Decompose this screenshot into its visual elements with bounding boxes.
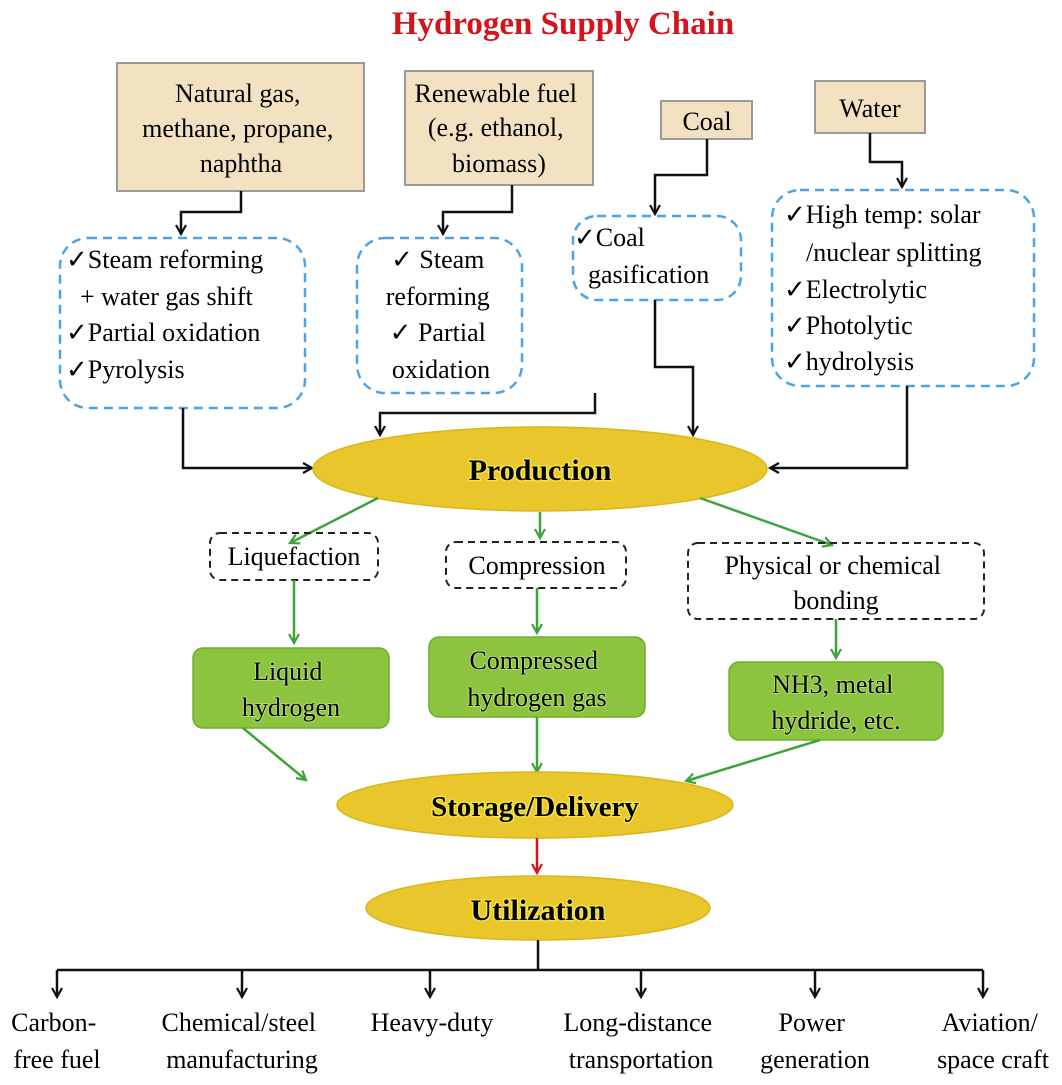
use-heavy-duty: Heavy-duty — [371, 1008, 494, 1037]
stage-production-label: Production — [469, 454, 612, 487]
source-renewable-fuel: Renewable fuel (e.g. ethanol, biomass) — [404, 70, 594, 186]
arrow-production-to-bonding — [699, 496, 832, 545]
source-water-label: Water — [839, 94, 901, 123]
arrow-process3-to-production — [653, 300, 693, 435]
process-water: ✓High temp: solar /nuclear splitting ✓El… — [770, 188, 1036, 388]
arrow-process2-to-production — [380, 393, 597, 435]
process-renewable-fuel-label: ✓ Steam reforming ✓ Partial oxidation — [386, 245, 496, 384]
form-compressed-hydrogen-label: Compressed hydrogen gas — [467, 646, 606, 712]
method-bonding-label: Physical or chemical bonding — [724, 551, 947, 615]
form-nh3-metal-hydride: NH3, metal hydride, etc. — [728, 661, 944, 741]
process-coal: ✓Coal gasification — [571, 214, 743, 302]
arrow-liquid-to-storage — [242, 727, 306, 780]
source-coal: Coal — [660, 100, 753, 140]
stage-production: Production — [312, 426, 768, 512]
method-compression: Compression — [445, 541, 627, 589]
use-carbon-free-fuel: Carbon- free fuel — [11, 1008, 103, 1074]
source-natural-gas: Natural gas, methane, propane, naphtha — [116, 62, 365, 192]
diagram-title: Hydrogen Supply Chain — [392, 6, 734, 42]
source-renewable-fuel-label: Renewable fuel (e.g. ethanol, biomass) — [415, 79, 584, 178]
form-nh3-label: NH3, metal hydride, etc. — [771, 670, 900, 735]
process-natural-gas-label: ✓Steam reforming + water gas shift ✓Part… — [66, 245, 270, 384]
stage-storage-delivery: Storage/Delivery — [336, 771, 734, 839]
form-liquid-hydrogen-label: Liquid hydrogen — [242, 657, 340, 722]
arrow-production-to-liquefaction — [290, 496, 379, 543]
arrow-process1-to-production — [181, 408, 312, 468]
form-liquid-hydrogen: Liquid hydrogen — [192, 647, 390, 729]
source-natural-gas-label: Natural gas, methane, propane, naphtha — [142, 79, 340, 178]
source-coal-label: Coal — [682, 107, 731, 136]
process-renewable-fuel: ✓ Steam reforming ✓ Partial oxidation — [355, 236, 524, 395]
method-bonding: Physical or chemical bonding — [687, 542, 985, 620]
use-power-generation: Power generation — [760, 1008, 870, 1074]
use-aviation: Aviation/ space craft — [937, 1008, 1050, 1074]
form-compressed-hydrogen: Compressed hydrogen gas — [428, 636, 646, 718]
arrow-nh3-to-storage — [686, 738, 821, 781]
arrow-coal-to-process — [655, 139, 709, 214]
arrow-natural-gas-to-process — [181, 191, 243, 234]
use-long-distance: Long-distance transportation — [563, 1008, 718, 1074]
process-coal-label: ✓Coal gasification — [574, 223, 709, 289]
arrow-renewable-to-process — [443, 185, 514, 234]
method-compression-label: Compression — [468, 551, 605, 580]
source-water: Water — [814, 80, 926, 134]
process-water-label: ✓High temp: solar /nuclear splitting ✓El… — [784, 200, 988, 376]
method-liquefaction-label: Liquefaction — [228, 542, 361, 571]
stage-utilization: Utilization — [365, 875, 711, 941]
use-chemical-steel: Chemical/steel manufacturing — [161, 1008, 322, 1074]
stage-storage-label: Storage/Delivery — [431, 791, 639, 823]
arrow-process4-to-production — [770, 386, 909, 468]
process-natural-gas: ✓Steam reforming + water gas shift ✓Part… — [58, 236, 307, 410]
arrow-water-to-process — [868, 133, 902, 187]
stage-utilization-label: Utilization — [471, 894, 606, 927]
